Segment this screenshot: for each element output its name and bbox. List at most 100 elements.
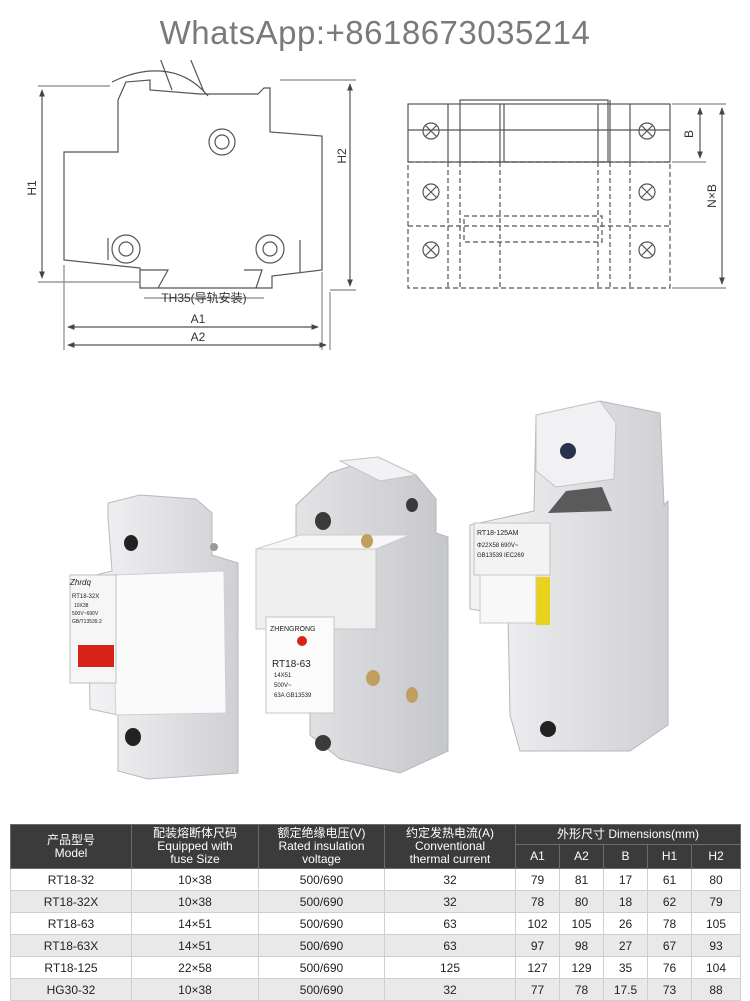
header-curr-cn: 约定发热电流(A) (406, 826, 494, 840)
header-h2: H2 (690, 844, 742, 869)
cell-a2: 78 (559, 978, 604, 1001)
cell-b: 17.5 (603, 978, 648, 1001)
cell-voltage: 500/690 (258, 978, 385, 1001)
table-row: RT18-125 22×58 500/690 125 127 129 35 76… (10, 956, 742, 979)
product1-line1: 10X38 (74, 603, 89, 609)
cell-h1: 67 (647, 934, 692, 957)
cell-b: 17 (603, 868, 648, 891)
cell-model: RT18-125 (10, 956, 132, 979)
cell-fuse: 22×58 (131, 956, 259, 979)
header-a2: A2 (559, 844, 604, 869)
cell-h2: 105 (690, 912, 742, 935)
header-fuse-size: 配装熔断体尺码 Equipped with fuse Size (131, 824, 259, 869)
header-fuse-en1: Equipped with (157, 839, 233, 853)
cell-current: 32 (384, 978, 516, 1001)
cell-current: 63 (384, 912, 516, 935)
product1-line2: 500V~690V (72, 611, 99, 617)
nxb-dimension-label: N×B (705, 184, 719, 208)
product3-line1: Φ22X58 690V~ (477, 543, 519, 549)
cell-b: 27 (603, 934, 648, 957)
product2-line1: 14X51 (274, 673, 292, 679)
cell-a2: 105 (559, 912, 604, 935)
cell-fuse: 10×38 (131, 890, 259, 913)
cell-current: 32 (384, 890, 516, 913)
header-a1: A1 (515, 844, 560, 869)
product2-line2: 500V~ (274, 683, 292, 689)
cell-h2: 79 (690, 890, 742, 913)
header-model-en: Model (54, 845, 88, 860)
cell-voltage: 500/690 (258, 890, 385, 913)
cell-h1: 73 (647, 978, 692, 1001)
table-row: RT18-32 10×38 500/690 32 79 81 17 61 80 (10, 868, 742, 891)
cell-b: 26 (603, 912, 648, 935)
cell-model: RT18-32X (10, 890, 132, 913)
cell-a2: 129 (559, 956, 604, 979)
product2-brand: ZHENGRONG (270, 626, 316, 633)
cell-model: HG30-32 (10, 978, 132, 1001)
header-h1: H1 (647, 844, 692, 869)
header-fuse-cn: 配装熔断体尺码 (152, 826, 237, 840)
cell-fuse: 10×38 (131, 978, 259, 1001)
cell-h2: 93 (690, 934, 742, 957)
cell-fuse: 14×51 (131, 934, 259, 957)
product3-line2: GB13539 IEC269 (477, 553, 525, 559)
cell-fuse: 14×51 (131, 912, 259, 935)
header-model-cn: 产品型号 (46, 832, 95, 847)
header-voltage: 额定绝缘电压(V) Rated insulation voltage (258, 824, 385, 869)
cell-current: 125 (384, 956, 516, 979)
cell-a1: 97 (515, 934, 560, 957)
cell-h1: 76 (647, 956, 692, 979)
header-curr-en2: thermal current (409, 852, 491, 866)
cell-model: RT18-63X (10, 934, 132, 957)
product1-line3: GB/T13539.2 (72, 619, 102, 625)
cell-current: 32 (384, 868, 516, 891)
product2-model: RT18-63 (272, 659, 311, 670)
cell-a1: 102 (515, 912, 560, 935)
cell-h1: 78 (647, 912, 692, 935)
cell-voltage: 500/690 (258, 868, 385, 891)
header-fuse-en2: fuse Size (170, 852, 220, 866)
dimension-drawings: H1 H2 TH35(导轨安装) A1 A2 (25, 60, 726, 350)
cell-h1: 62 (647, 890, 692, 913)
h2-label: H2 (335, 148, 349, 164)
cell-voltage: 500/690 (258, 934, 385, 957)
header-current: 约定发热电流(A) Conventional thermal current (384, 824, 516, 869)
cell-a2: 98 (559, 934, 604, 957)
b-dimension-label: B (682, 130, 696, 138)
table-row: RT18-32X 10×38 500/690 32 78 80 18 62 79 (10, 890, 742, 913)
header-volt-cn: 额定绝缘电压(V) (277, 826, 366, 840)
cell-a1: 77 (515, 978, 560, 1001)
cell-a2: 81 (559, 868, 604, 891)
cell-fuse: 10×38 (131, 868, 259, 891)
cell-a1: 79 (515, 868, 560, 891)
cell-a1: 78 (515, 890, 560, 913)
cell-model: RT18-63 (10, 912, 132, 935)
cell-h1: 61 (647, 868, 692, 891)
cell-model: RT18-32 (10, 868, 132, 891)
table-row: HG30-32 10×38 500/690 32 77 78 17.5 73 8… (10, 978, 742, 1001)
product-photos: Zhrdq RT18-32X 10X38 500V~690V GB/T13539… (69, 400, 669, 780)
table-row: RT18-63X 14×51 500/690 63 97 98 27 67 93 (10, 934, 742, 957)
product1-brand: Zhrdq (69, 578, 91, 587)
header-model: 产品型号 Model (10, 824, 132, 869)
top-view-drawing (407, 99, 726, 289)
header-curr-en1: Conventional (414, 839, 486, 853)
fuse-holder-rt18-125: RT18-125AM Φ22X58 690V~ GB13539 IEC269 (469, 400, 669, 752)
cell-h2: 104 (690, 956, 742, 979)
a1-label: A1 (191, 312, 206, 326)
header-dimensions: 外形尺寸 Dimensions(mm) (514, 824, 742, 845)
rail-label: TH35(导轨安装) (161, 290, 246, 305)
fuse-holder-rt18-63: ZHENGRONG RT18-63 14X51 500V~ 63A GB1353… (255, 456, 449, 774)
whatsapp-watermark: WhatsApp:+8618673035214 (159, 14, 591, 51)
cell-current: 63 (384, 934, 516, 957)
cell-a1: 127 (515, 956, 560, 979)
header-volt-en2: voltage (302, 852, 341, 866)
cell-b: 35 (603, 956, 648, 979)
h1-label: H1 (25, 180, 39, 196)
cell-h2: 88 (690, 978, 742, 1001)
cell-voltage: 500/690 (258, 912, 385, 935)
header-volt-en1: Rated insulation (278, 839, 365, 853)
specifications-table: 产品型号 Model 配装熔断体尺码 Equipped with fuse Si… (10, 824, 742, 1001)
cell-voltage: 500/690 (258, 956, 385, 979)
cell-h2: 80 (690, 868, 742, 891)
